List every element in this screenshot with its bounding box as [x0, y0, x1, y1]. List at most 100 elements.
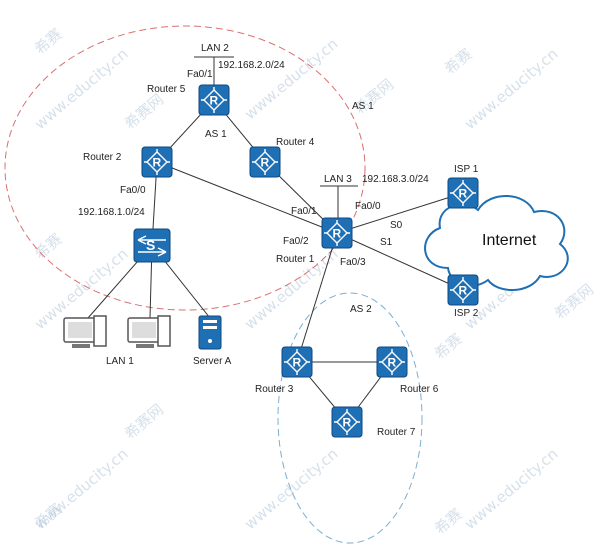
router-7-icon[interactable]: R [331, 406, 363, 438]
switch-icon[interactable]: S [133, 228, 171, 263]
router-body [447, 177, 479, 209]
server-slot [203, 320, 217, 323]
router-6-icon[interactable]: R [376, 346, 408, 378]
label-router1: Router 1 [276, 254, 315, 265]
watermark-brand: 希赛 [31, 25, 66, 58]
label-router4: Router 4 [276, 137, 315, 148]
label-net-lan2: 192.168.2.0/24 [218, 60, 285, 71]
labels: LAN 2 Fa0/1 192.168.2.0/24 Router 5 AS 1… [78, 43, 479, 438]
pc-2-icon[interactable] [127, 315, 171, 348]
server-led [208, 339, 212, 343]
router-body [249, 146, 281, 178]
devices: R R R R R R R R R S [63, 84, 479, 438]
watermark-brand: 希赛 [431, 505, 466, 538]
label-fa03-r1: Fa0/3 [340, 257, 366, 268]
pc-1-screen [68, 322, 92, 338]
watermark-brand: 希赛 [31, 230, 66, 263]
label-router7: Router 7 [377, 427, 416, 438]
router-3-icon[interactable]: R [281, 346, 313, 378]
label-net-lan1: 192.168.1.0/24 [78, 207, 145, 218]
router-letter: R [210, 94, 219, 108]
link-r1-r3 [296, 232, 338, 363]
router-body [141, 146, 173, 178]
label-net-lan3: 192.168.3.0/24 [362, 174, 429, 185]
internet-label: Internet [482, 232, 537, 249]
pc-2-base [136, 344, 154, 348]
watermark-text: www.educity.cn [241, 35, 341, 123]
isp-1-icon[interactable]: R [447, 177, 479, 209]
router-ticks [450, 180, 476, 206]
router-body [321, 217, 353, 249]
router-ticks [450, 277, 476, 303]
router-2-icon[interactable]: R [141, 146, 173, 178]
router-body [376, 346, 408, 378]
label-s1: S1 [380, 237, 393, 248]
router-5-icon[interactable]: R [198, 84, 230, 116]
label-lan2: LAN 2 [201, 43, 229, 54]
watermark-brand: 希赛 [431, 330, 466, 363]
router-ticks [284, 349, 310, 375]
router-ticks [252, 149, 278, 175]
router-ticks [144, 149, 170, 175]
router-letter: R [293, 356, 302, 370]
label-fa01-r5: Fa0/1 [187, 69, 213, 80]
internet-cloud [424, 195, 569, 292]
link-r1-isp1 [336, 192, 464, 234]
label-isp2: ISP 2 [454, 308, 479, 319]
router-ticks [324, 220, 350, 246]
label-router2: Router 2 [83, 152, 122, 163]
as1-boundary [4, 25, 366, 311]
label-lan1: LAN 1 [106, 356, 134, 367]
watermark-brand-net: 希赛网 [121, 400, 167, 443]
router-1-icon[interactable]: R [321, 217, 353, 249]
label-isp1: ISP 1 [454, 164, 479, 175]
router-body [331, 406, 363, 438]
router-body [198, 84, 230, 116]
as2-boundary [277, 292, 423, 544]
link-r1-isp2 [336, 232, 464, 291]
label-s0: S0 [390, 220, 403, 231]
watermark-brand-net: 希赛网 [551, 280, 597, 323]
watermark-brand-net: 希赛网 [121, 90, 167, 133]
router-body [281, 346, 313, 378]
label-fa02-r1: Fa0/2 [283, 236, 309, 247]
server-slot [203, 326, 217, 329]
label-router5: Router 5 [147, 84, 186, 95]
watermark-text: www.educity.cn [31, 45, 131, 133]
label-as1-inner: AS 1 [205, 129, 227, 140]
label-fa00-r1: Fa0/0 [355, 201, 381, 212]
router-letter: R [261, 156, 270, 170]
server-a-icon[interactable] [198, 315, 222, 350]
router-ticks [379, 349, 405, 375]
pc-1-tower [93, 315, 107, 347]
isp-2-icon[interactable]: R [447, 274, 479, 306]
label-as1-outer: AS 1 [352, 101, 374, 112]
router-letter: R [388, 356, 397, 370]
router-letter: R [459, 187, 468, 201]
label-fa01-r1: Fa0/1 [291, 206, 317, 217]
watermark-text: www.educity.cn [461, 45, 561, 133]
link-r2-r1 [156, 161, 338, 234]
pc-1-base [72, 344, 90, 348]
label-as2: AS 2 [350, 304, 372, 315]
switch-letter: S [146, 237, 155, 253]
pc-2-tower [157, 315, 171, 347]
router-letter: R [333, 227, 342, 241]
pc-1-icon[interactable] [63, 315, 107, 348]
label-servera: Server A [193, 356, 232, 367]
router-ticks [334, 409, 360, 435]
server-body [198, 315, 222, 350]
router-letter: R [343, 416, 352, 430]
switch-arrows [137, 235, 167, 257]
router-ticks [201, 87, 227, 113]
router-letter: R [459, 284, 468, 298]
pc-2-screen [132, 322, 156, 338]
router-4-icon[interactable]: R [249, 146, 281, 178]
label-router3: Router 3 [255, 384, 294, 395]
label-lan3: LAN 3 [324, 174, 352, 185]
router-letter: R [153, 156, 162, 170]
label-router6: Router 6 [400, 384, 439, 395]
label-fa00-r2: Fa0/0 [120, 185, 146, 196]
